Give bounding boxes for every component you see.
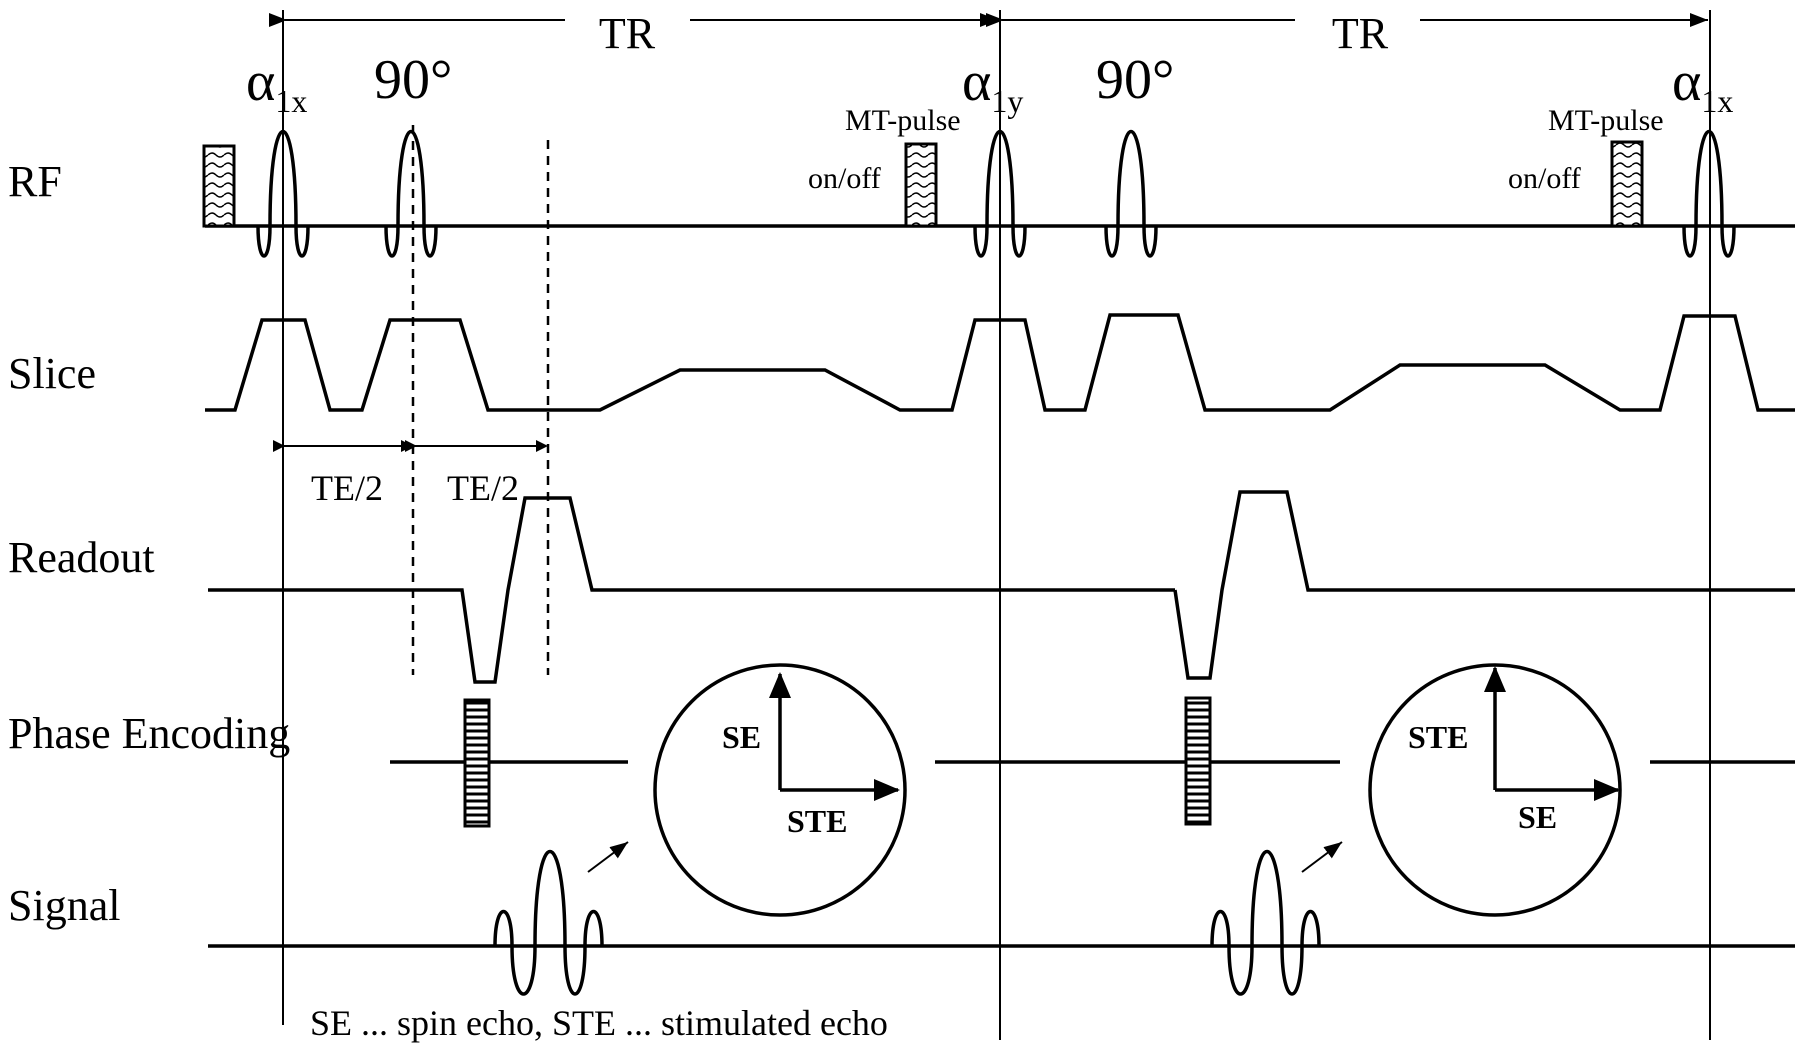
signal-row: [208, 850, 1795, 996]
slice-gradient-trace: [205, 313, 1795, 412]
readout-gradient-trace-2: [1173, 490, 1795, 680]
mt-pulse-block-2: [1610, 140, 1644, 228]
phase-encoding-table-1: [463, 698, 491, 828]
se-label-right: SE: [1518, 799, 1557, 835]
footnote: SE ... spin echo, STE ... stimulated ech…: [310, 1003, 888, 1043]
echo-signal-1: [493, 850, 604, 996]
rf-pulse-90-1: [384, 130, 438, 258]
alpha-1x-label-2: α1x: [1672, 51, 1733, 119]
ninety-label-1: 90°: [374, 49, 452, 111]
te-half-label-2: TE/2: [447, 468, 519, 508]
phase-encoding-row: [390, 696, 1795, 828]
vector-diagram-left: [653, 663, 907, 917]
tr-label-1: TR: [599, 9, 656, 58]
te-half-label-1: TE/2: [311, 468, 383, 508]
mt-pulse-label-1: MT-pulse: [845, 104, 961, 137]
on-off-label-2: on/off: [1508, 162, 1581, 195]
alpha-1x-label-1: α1x: [246, 51, 307, 119]
mt-pulse-block-initial: [202, 144, 236, 228]
rf-pulse-90-2: [1104, 130, 1158, 258]
mt-pulse-label-2: MT-pulse: [1548, 104, 1664, 137]
rf-row: [202, 130, 1795, 258]
ste-label-left: STE: [787, 803, 847, 839]
ninety-label-2: 90°: [1096, 49, 1174, 111]
alpha-1y-label: α1y: [962, 51, 1023, 119]
phase-encoding-table-2: [1184, 696, 1212, 826]
time-marker-lines: [282, 10, 1711, 1040]
on-off-label-1: on/off: [808, 162, 881, 195]
vector-diagram-right: [1368, 663, 1622, 917]
readout-row: [208, 490, 1795, 684]
row-label-phase-encoding: Phase Encoding: [8, 709, 290, 758]
row-label-rf: RF: [8, 157, 62, 206]
ste-label-right: STE: [1408, 719, 1468, 755]
row-label-readout: Readout: [8, 533, 155, 582]
phase-circle-left: [653, 663, 907, 917]
rf-pulse-alpha-1y: [973, 130, 1027, 258]
se-label-left: SE: [722, 719, 761, 755]
row-label-slice: Slice: [8, 349, 96, 398]
row-label-signal: Signal: [8, 881, 120, 930]
slice-row: [205, 313, 1795, 452]
mt-pulse-block-1: [904, 142, 938, 228]
rf-pulse-alpha-1x-1: [256, 130, 310, 258]
readout-gradient-trace-1: [208, 496, 1175, 684]
rf-pulse-alpha-1x-2: [1682, 130, 1736, 258]
echo-pointer-left: [587, 841, 629, 873]
tr-label-2: TR: [1332, 9, 1389, 58]
echo-signal-2: [1210, 850, 1321, 996]
echo-pointer-right: [1301, 841, 1343, 873]
phase-circle-right: [1368, 663, 1622, 917]
